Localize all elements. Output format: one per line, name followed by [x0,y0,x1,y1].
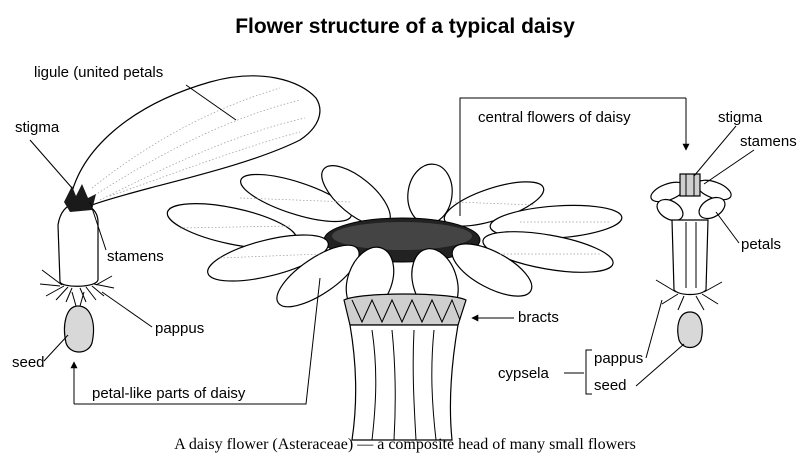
label-bracts: bracts [518,309,559,326]
label-pappus-right: pappus [594,350,643,367]
label-petals: petals [741,236,781,253]
label-cypsela: cypsela [498,365,550,382]
diagram-title: Flower structure of a typical daisy [235,15,575,38]
label-petal-like: petal-like parts of daisy [92,385,246,402]
label-stamens-left: stamens [107,248,164,265]
label-seed-left: seed [12,354,45,371]
label-stamens-right: stamens [740,133,797,150]
label-ligule: ligule (united petals [34,64,163,81]
cypsela-brace [586,350,592,394]
label-stigma-right: stigma [718,109,763,126]
diagram-caption: A daisy flower (Asteraceae) — a composit… [174,436,636,453]
label-central-flowers: central flowers of daisy [478,109,631,126]
pappus-right-pointer [646,300,662,358]
label-stigma-left: stigma [15,119,60,136]
disc-floret-illustration [648,174,733,348]
label-seed-right: seed [594,377,627,394]
label-pappus-left: pappus [155,320,204,337]
